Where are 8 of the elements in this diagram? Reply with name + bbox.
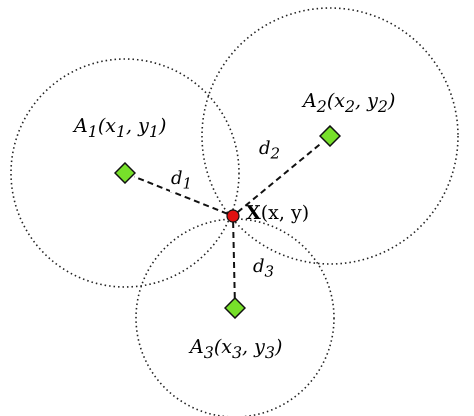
- point-label: A$_{3}$(x$_{3}$, y$_{3}$): [190, 338, 282, 361]
- edge-label: d$_{3}$: [252, 258, 276, 280]
- dashed-line: [237, 142, 323, 213]
- point-label: X(x, y): [246, 204, 310, 223]
- point-label: A$_{2}$(x$_{2}$, y$_{2}$): [303, 92, 396, 115]
- dashed-line: [232, 222, 236, 298]
- dashed-line: [134, 176, 228, 215]
- point-label: A$_{1}$(x$_{1}$, y$_{1}$): [74, 117, 166, 140]
